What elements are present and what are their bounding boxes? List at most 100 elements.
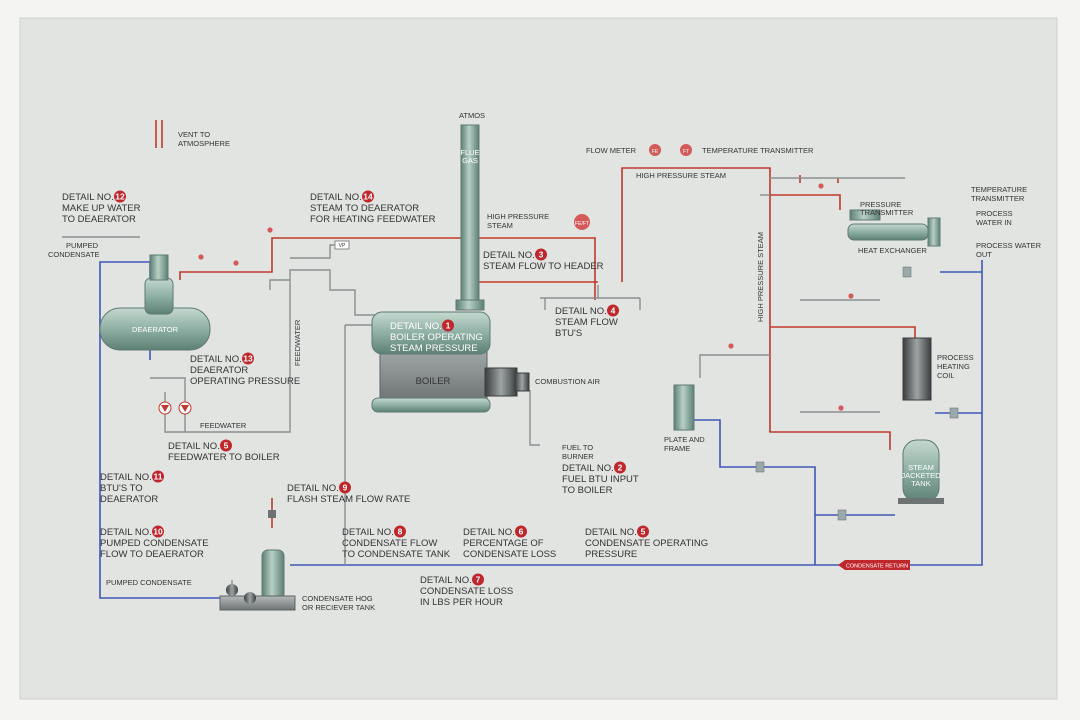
flue-label-2: GAS xyxy=(462,156,478,165)
detail-line: DETAIL NO. xyxy=(555,306,607,317)
condensate-hog-label-1: CONDENSATE HOG xyxy=(302,594,373,603)
steam-lines xyxy=(155,120,916,528)
vp-tag: VP xyxy=(334,240,350,250)
flow-transmitter-bubble: FT xyxy=(680,144,692,156)
svg-text:VP: VP xyxy=(339,243,346,249)
detail-number: 14 xyxy=(363,192,373,202)
svg-text:FE/FT: FE/FT xyxy=(575,221,589,227)
detail-number-badge xyxy=(607,304,619,317)
detail-line: DEAERATOR xyxy=(190,365,248,376)
detail-line: CONDENSATE LOSS xyxy=(420,586,513,597)
detail-line: DETAIL NO. xyxy=(190,354,242,365)
detail-number: 7 xyxy=(476,575,481,585)
feedwater-label: FEEDWATER xyxy=(200,421,247,430)
detail-number-badge xyxy=(114,190,126,203)
flow-meter-label: FLOW METER xyxy=(586,146,637,155)
detail-line: PUMPED CONDENSATE xyxy=(100,538,209,549)
feedwater-pumps xyxy=(158,401,192,415)
boiler-label: BOILER xyxy=(416,376,451,387)
detail-number-badge xyxy=(152,470,164,483)
deaerator-label: DEAERATOR xyxy=(132,325,179,334)
vent-label-1: VENT TO xyxy=(178,130,210,139)
detail-line: FLASH STEAM FLOW RATE xyxy=(287,494,410,505)
detail-line: DETAIL NO. xyxy=(100,527,152,538)
process-water-out-label-2: OUT xyxy=(976,250,992,259)
detail-line: DETAIL NO. xyxy=(342,527,394,538)
detail-line: FEEDWATER TO BOILER xyxy=(168,452,280,463)
hp-steam-vertical-label: HIGH PRESSURE STEAM xyxy=(756,232,765,322)
detail-line: TO BOILER xyxy=(562,485,613,496)
pumped-condensate-label-1: PUMPED xyxy=(66,241,99,250)
svg-text:CONDENSATE RETURN: CONDENSATE RETURN xyxy=(846,564,908,570)
fuel-label-2: BURNER xyxy=(562,452,594,461)
plate-frame-label-2: FRAME xyxy=(664,444,690,453)
detail-line: BTU'S xyxy=(555,328,582,339)
detail-number-badge xyxy=(339,481,351,494)
detail-number-badge xyxy=(472,573,484,586)
detail-line: DETAIL NO. xyxy=(420,575,472,586)
detail-number-badge xyxy=(242,352,254,365)
detail-line: DETAIL NO. xyxy=(62,192,114,203)
detail-line: PRESSURE xyxy=(585,549,637,560)
hp-steam-top-label: HIGH PRESSURE STEAM xyxy=(636,171,726,180)
detail-number: 2 xyxy=(618,463,623,473)
detail-number: 8 xyxy=(398,527,403,537)
detail-number-badge xyxy=(394,525,406,538)
fuel-label-1: FUEL TO xyxy=(562,443,593,452)
process-water-in-label-2: WATER IN xyxy=(976,218,1012,227)
feedwater-vertical-label: FEEDWATER xyxy=(293,319,302,366)
jacketed-label-3: TANK xyxy=(911,479,930,488)
heat-exchanger-label: HEAT EXCHANGER xyxy=(858,246,927,255)
detail-line: DETAIL NO. xyxy=(483,250,535,261)
detail-line: FOR HEATING FEEDWATER xyxy=(310,214,436,225)
pumped-condensate-bottom-label: PUMPED CONDENSATE xyxy=(106,578,192,587)
detail-line: DETAIL NO. xyxy=(100,472,152,483)
detail-line: TO CONDENSATE TANK xyxy=(342,549,451,560)
detail-number-badge xyxy=(637,525,649,538)
condensate-return-tag: CONDENSATE RETURN xyxy=(838,560,910,570)
atmos-label: ATMOS xyxy=(459,111,485,120)
detail-number: 10 xyxy=(153,527,163,537)
flue-gas-stack: FLUE GAS xyxy=(455,124,485,311)
pumped-condensate-label-2: CONDENSATE xyxy=(48,250,100,259)
detail-number-badge xyxy=(614,461,626,474)
detail-line: DETAIL NO. xyxy=(310,192,362,203)
detail-line: MAKE UP WATER xyxy=(62,203,141,214)
flue-label-1: FLUE xyxy=(460,148,479,157)
jacketed-label-1: STEAM xyxy=(908,463,934,472)
process-lines xyxy=(62,177,905,601)
detail-line: STEAM FLOW xyxy=(555,317,618,328)
detail-line: OPERATING PRESSURE xyxy=(190,376,300,387)
detail-number-badge xyxy=(442,319,454,332)
fe-ft-bubble: FE/FT xyxy=(574,214,590,230)
detail-line: CONDENSATE FLOW xyxy=(342,538,437,549)
detail-line: TO DEAERATOR xyxy=(62,214,136,225)
detail-line: STEAM TO DEAERATOR xyxy=(310,203,419,214)
detail-number: 3 xyxy=(539,250,544,260)
heating-coil-label-3: COIL xyxy=(937,371,955,380)
detail-line: STEAM FLOW TO HEADER xyxy=(483,261,604,272)
detail-number: 5 xyxy=(641,527,646,537)
detail-line: BOILER OPERATING xyxy=(390,332,483,343)
detail-line: DETAIL NO. xyxy=(562,463,614,474)
pressure-transmitter-label-1: PRESSURE xyxy=(860,200,901,209)
detail-line: DETAIL NO. xyxy=(390,321,442,332)
combustion-air-label: COMBUSTION AIR xyxy=(535,377,601,386)
svg-text:FT: FT xyxy=(683,149,689,155)
condensate-receiver-tank xyxy=(219,510,296,611)
flow-element-bubble: FE xyxy=(649,144,661,156)
boiler: BOILER xyxy=(371,311,530,413)
jacketed-label-2: JACKETED xyxy=(901,471,941,480)
detail-number: 6 xyxy=(519,527,524,537)
